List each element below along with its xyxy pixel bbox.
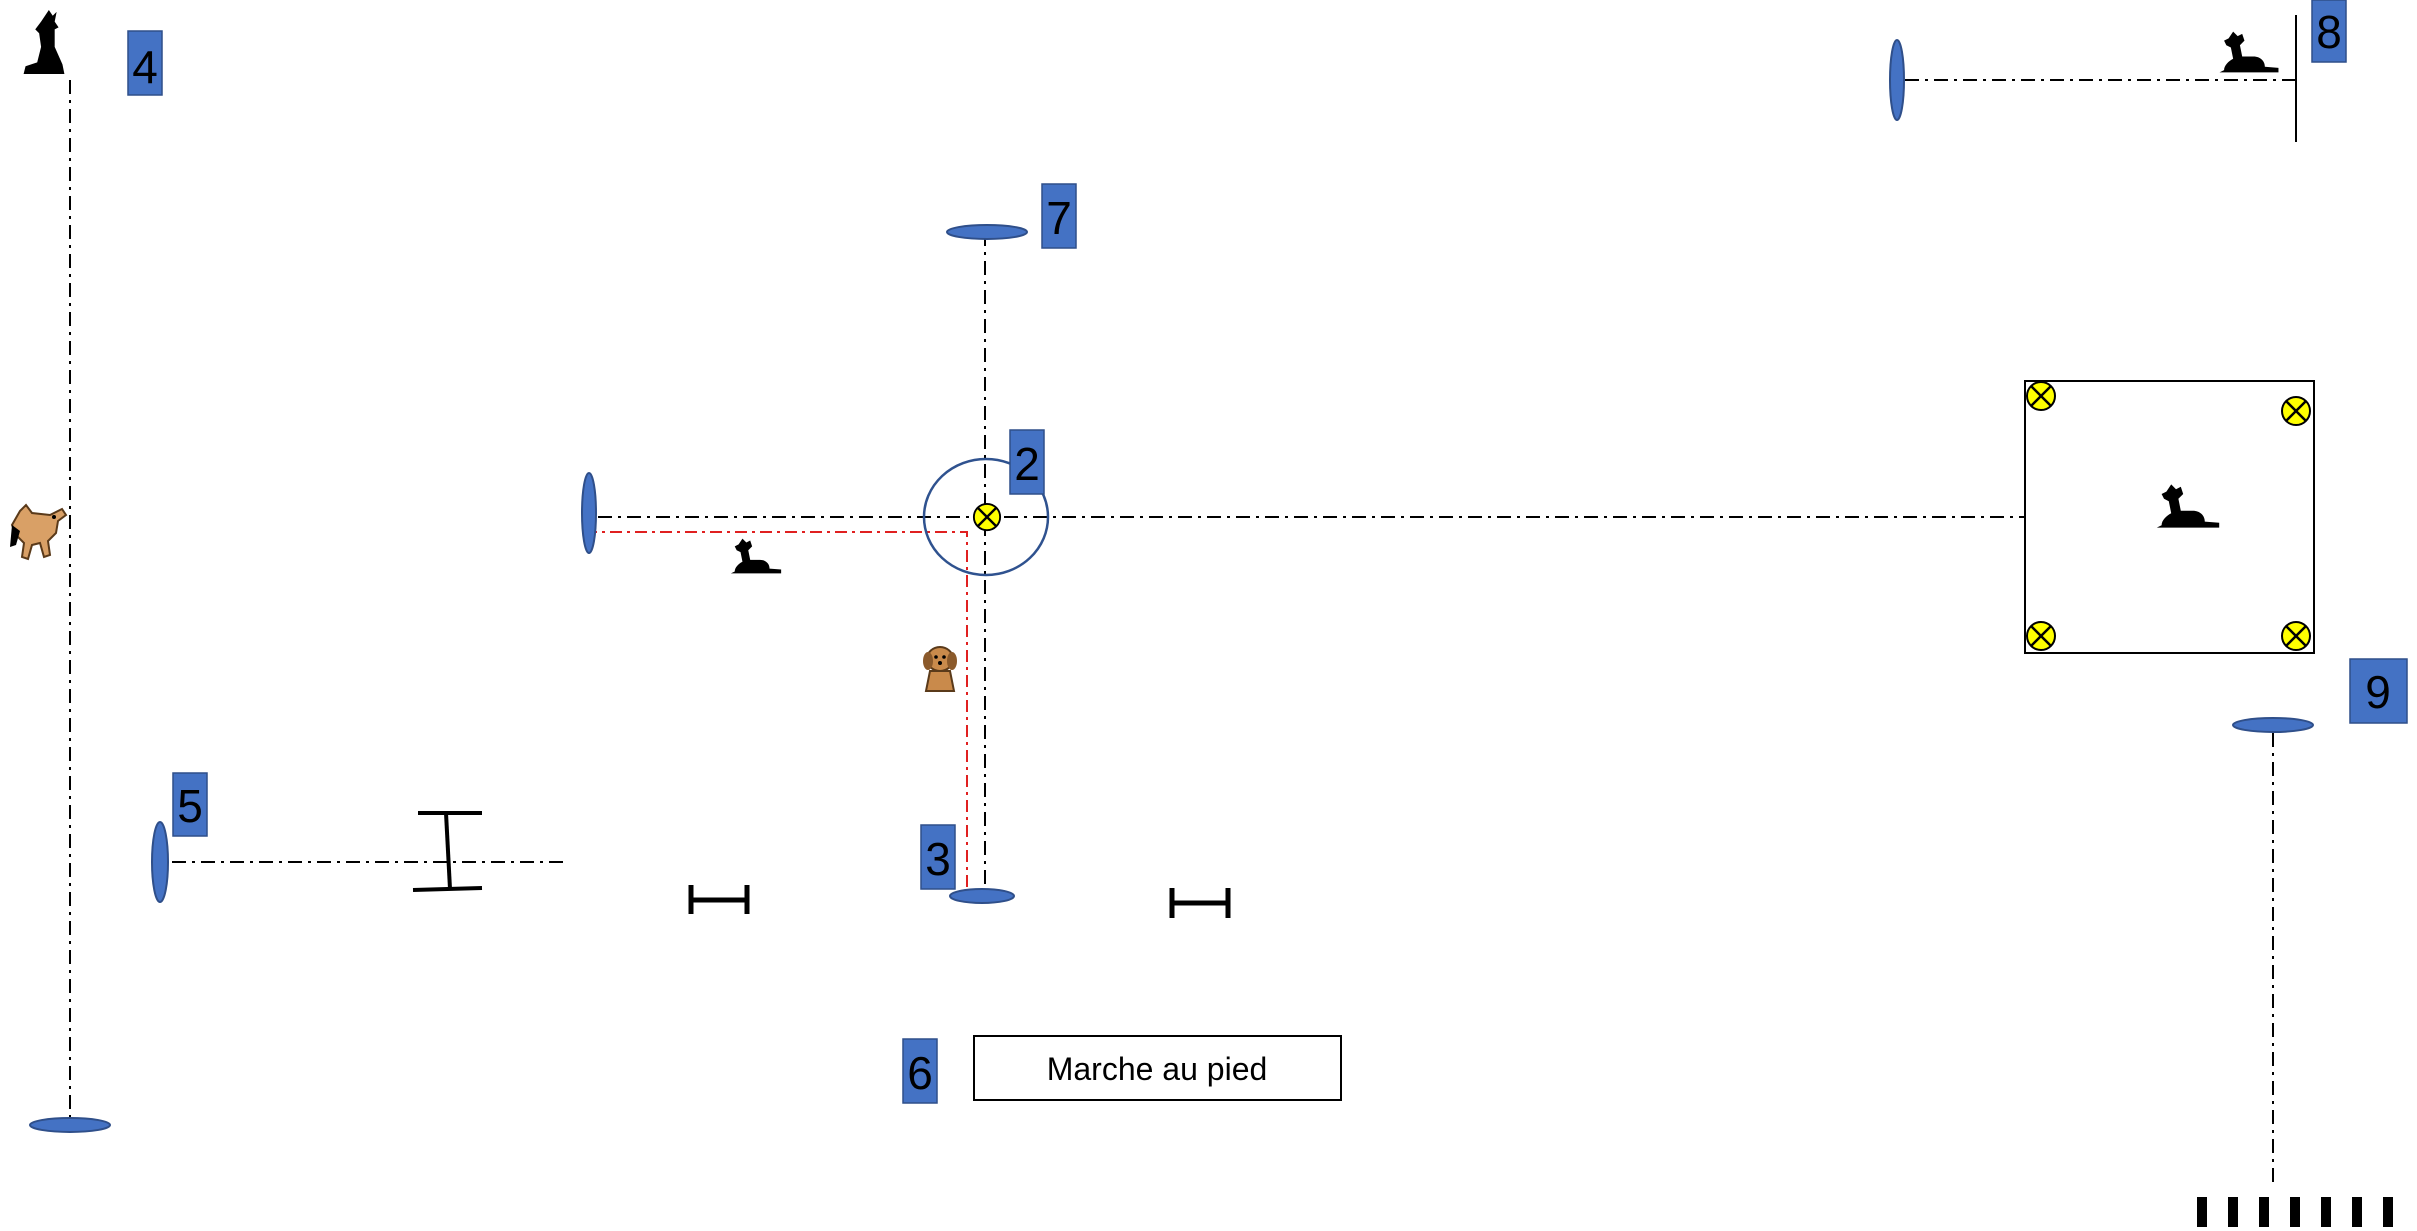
- cone-icon: [2232, 717, 2314, 733]
- dog-lying-icon: [2219, 31, 2279, 73]
- center-circle: [922, 457, 1050, 577]
- svg-text:6: 6: [907, 1047, 933, 1099]
- dog-sitting-icon: [23, 9, 65, 75]
- cone-icon: [151, 821, 169, 903]
- marker-9: 9: [2349, 658, 2408, 724]
- svg-text:9: 9: [2365, 666, 2391, 718]
- marche-au-pied-box: Marche au pied: [973, 1035, 1342, 1101]
- puppy-icon: [923, 646, 957, 692]
- dog-standing-icon: [10, 503, 68, 561]
- marker-3: 3: [920, 824, 956, 890]
- jump-bar-icon: [1169, 888, 1231, 918]
- svg-text:8: 8: [2316, 6, 2342, 58]
- hurdle-icon: [412, 811, 483, 892]
- svg-text:3: 3: [925, 833, 951, 885]
- marker-6: 6: [902, 1038, 938, 1104]
- ball-target-icon: [972, 502, 1002, 532]
- cone-icon: [949, 888, 1015, 904]
- red-path: [585, 531, 968, 893]
- dog-lying-icon: [730, 538, 782, 574]
- marker-5: 5: [172, 772, 208, 837]
- cone-icon: [581, 472, 597, 554]
- dog-lying-icon: [2156, 484, 2220, 528]
- jump-bar-icon: [688, 885, 750, 914]
- marker-8: 8: [2311, 0, 2347, 63]
- svg-text:4: 4: [132, 41, 158, 93]
- svg-text:5: 5: [177, 780, 203, 832]
- svg-text:2: 2: [1014, 438, 1040, 490]
- square-zone: [2024, 380, 2315, 654]
- cone-icon: [946, 224, 1028, 240]
- marker-2: 2: [1009, 429, 1045, 495]
- ball-target-icon: [2280, 620, 2312, 652]
- ball-target-icon: [2280, 395, 2312, 427]
- svg-text:Marche au pied: Marche au pied: [1047, 1051, 1268, 1087]
- svg-text:7: 7: [1046, 192, 1072, 244]
- marker-7: 7: [1041, 183, 1077, 249]
- marker-4: 4: [127, 30, 163, 96]
- ball-target-icon: [2025, 620, 2057, 652]
- ball-target-icon: [2025, 380, 2057, 412]
- cone-icon: [1889, 39, 1905, 121]
- cone-icon: [29, 1117, 111, 1133]
- start-line-icon: [2197, 1197, 2393, 1227]
